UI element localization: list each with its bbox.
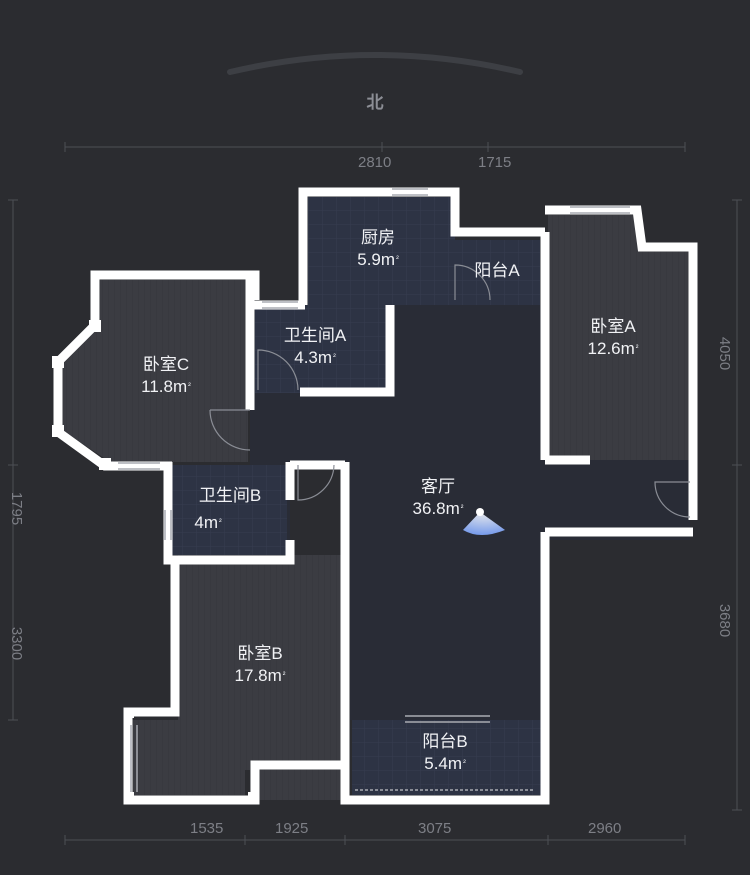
room-bedroom-b[interactable]: 卧室B 17.8m² [235,643,286,687]
dim-left-2: 3300 [8,626,26,661]
kitchen-floor [308,197,455,305]
floors [62,197,690,800]
windows [118,188,630,792]
room-area: 36.8m² [412,499,464,518]
room-bedroom-a[interactable]: 卧室A 12.6m² [588,316,639,360]
bedroom-c-floor [62,280,248,462]
north-label: 北 [366,93,384,112]
room-name: 客厅 [421,477,455,496]
room-area: 4.3m² [294,348,336,367]
balcony-b-floor [352,720,542,795]
room-name: 厨房 [360,228,395,247]
dim-left-1: 1795 [8,491,26,526]
dim-bottom-1: 1535 [190,820,224,837]
bedroom-b-floor [132,555,345,800]
dimension-lines [8,142,742,845]
dim-right-2: 3680 [716,603,734,638]
room-area: 5.9m² [357,250,399,269]
room-balcony-b[interactable]: 阳台B 5.4m² [422,731,467,775]
room-bathroom-a[interactable]: 卫生间A 4.3m² [284,325,346,369]
room-name: 卧室B [237,644,283,663]
dim-top-2: 1715 [478,154,512,171]
room-area: 5.4m² [424,754,466,773]
bathroom-b-floor [172,465,287,555]
room-area: 12.6m² [587,339,639,358]
dim-bottom-4: 2960 [588,820,622,837]
bay-window-posts [52,320,258,802]
room-bathroom-b-area: 4m² [194,512,221,534]
room-name: 阳台B [422,732,468,751]
door-swings [209,264,691,518]
dim-bottom-2: 1925 [275,820,309,837]
room-kitchen[interactable]: 厨房 5.9m² [357,227,398,271]
room-name: 卫生间A [283,326,347,345]
compass-arc [227,52,523,75]
living-room-floor [250,305,690,720]
balcony-a-floor [455,240,540,305]
camera-indicator-icon [463,508,505,535]
dim-bottom-3: 3075 [418,820,452,837]
room-name: 卧室A [590,317,636,336]
room-bathroom-b[interactable]: 卫生间B [199,485,261,507]
bedroom-a-floor [548,215,690,460]
room-area: 11.8m² [141,377,191,396]
room-living-room[interactable]: 客厅 36.8m² [413,476,464,520]
room-name: 阳台A [474,261,520,280]
dim-top-1: 2810 [358,154,392,171]
dim-right-1: 4050 [716,336,734,371]
room-balcony-a[interactable]: 阳台A [474,260,519,282]
room-name: 卫生间B [198,486,262,505]
bathroom-a-floor [255,305,387,393]
room-area: 4m² [194,513,222,532]
room-name: 卧室C [142,355,190,374]
room-area: 17.8m² [234,666,286,685]
room-bedroom-c[interactable]: 卧室C 11.8m² [141,354,191,398]
